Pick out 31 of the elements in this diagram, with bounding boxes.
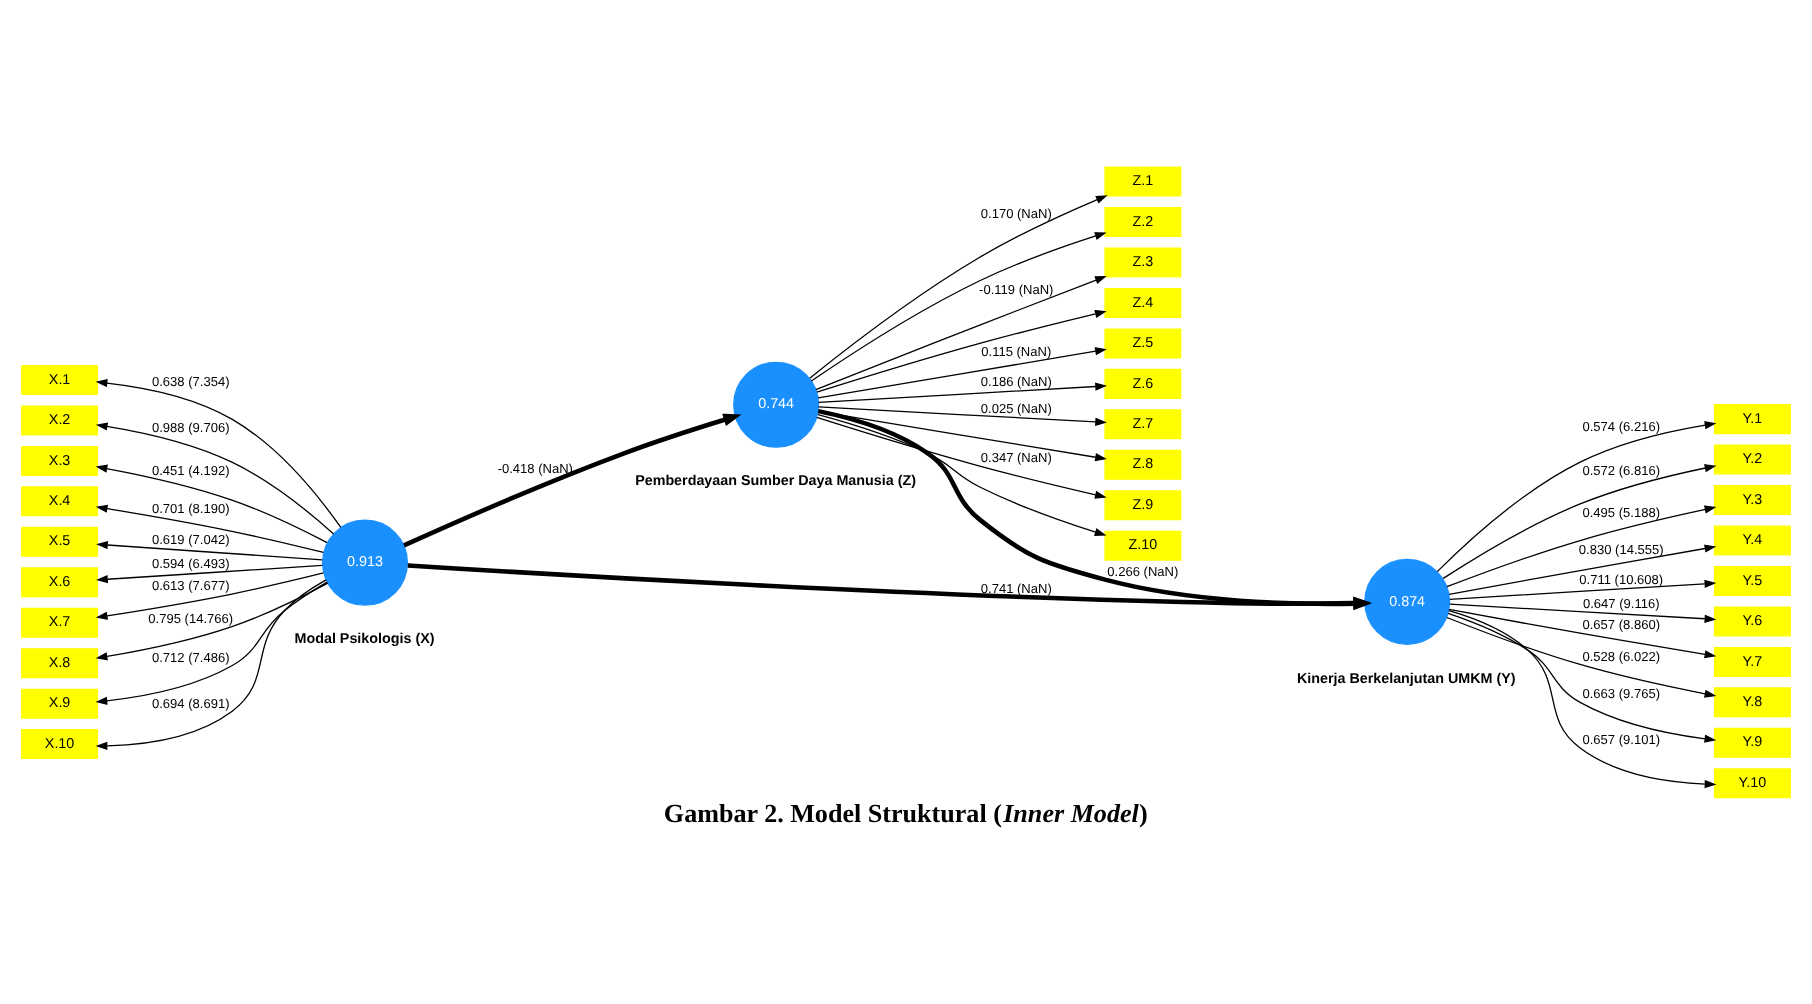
arrow xyxy=(95,582,329,661)
arrow xyxy=(1448,608,1717,659)
arrow xyxy=(403,413,742,548)
arrow xyxy=(816,416,1107,499)
arrow xyxy=(95,378,342,529)
arrow xyxy=(95,464,328,544)
arrow xyxy=(816,309,1107,393)
arrow xyxy=(810,232,1107,382)
arrow xyxy=(1442,464,1717,579)
arrow xyxy=(96,540,324,561)
arrow xyxy=(817,382,1107,404)
arrow xyxy=(817,347,1107,399)
arrow xyxy=(1446,616,1717,698)
caption: Gambar 2. Model Struktural (Inner Model) xyxy=(663,798,1148,829)
arrow xyxy=(817,406,1107,426)
arrow xyxy=(1448,544,1717,596)
arrow xyxy=(95,504,325,554)
arrow xyxy=(1448,610,1717,789)
arrow xyxy=(95,579,327,750)
arrow xyxy=(96,564,324,584)
arrow xyxy=(1449,579,1717,600)
arrow xyxy=(1449,603,1717,623)
arrow xyxy=(1447,612,1717,743)
arrow xyxy=(1446,505,1717,588)
arrow xyxy=(815,275,1107,391)
arrow xyxy=(95,422,335,535)
arrow xyxy=(817,414,1107,536)
arrow xyxy=(1436,421,1717,573)
arrow xyxy=(95,581,328,705)
arrow xyxy=(809,195,1108,379)
arrow xyxy=(95,572,325,620)
